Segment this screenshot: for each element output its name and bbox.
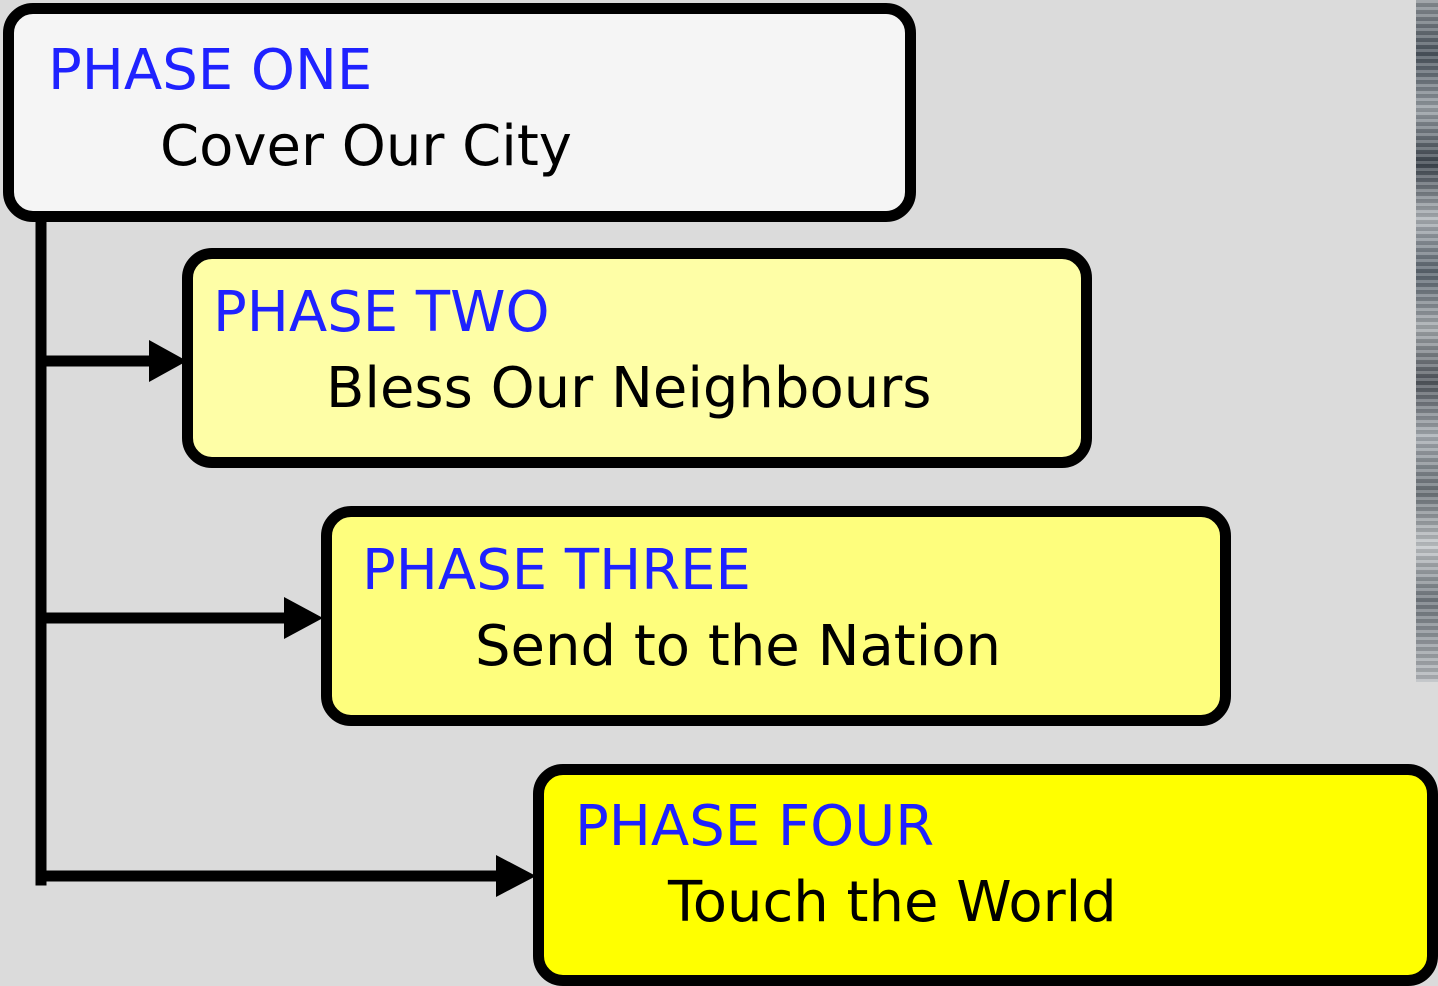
phase-three-arrowhead — [284, 597, 323, 639]
phase-three-box: PHASE THREE Send to the Nation — [321, 506, 1231, 726]
phase-four-box: PHASE FOUR Touch the World — [533, 764, 1438, 986]
right-edge-photo-strip — [1416, 0, 1438, 682]
phase-two-box: PHASE TWO Bless Our Neighbours — [182, 248, 1092, 468]
phase-two-title: PHASE TWO — [213, 280, 550, 345]
phase-three-title: PHASE THREE — [362, 538, 751, 603]
phase-one-title: PHASE ONE — [48, 38, 373, 103]
phase-three-subtitle: Send to the Nation — [475, 614, 1002, 679]
phase-four-title: PHASE FOUR — [575, 794, 935, 859]
phase-four-arrowhead — [496, 855, 536, 897]
phase-one-box: PHASE ONE Cover Our City — [3, 3, 916, 222]
phase-four-subtitle: Touch the World — [668, 870, 1117, 935]
phase-two-subtitle: Bless Our Neighbours — [326, 356, 932, 421]
phase-one-subtitle: Cover Our City — [160, 114, 572, 179]
